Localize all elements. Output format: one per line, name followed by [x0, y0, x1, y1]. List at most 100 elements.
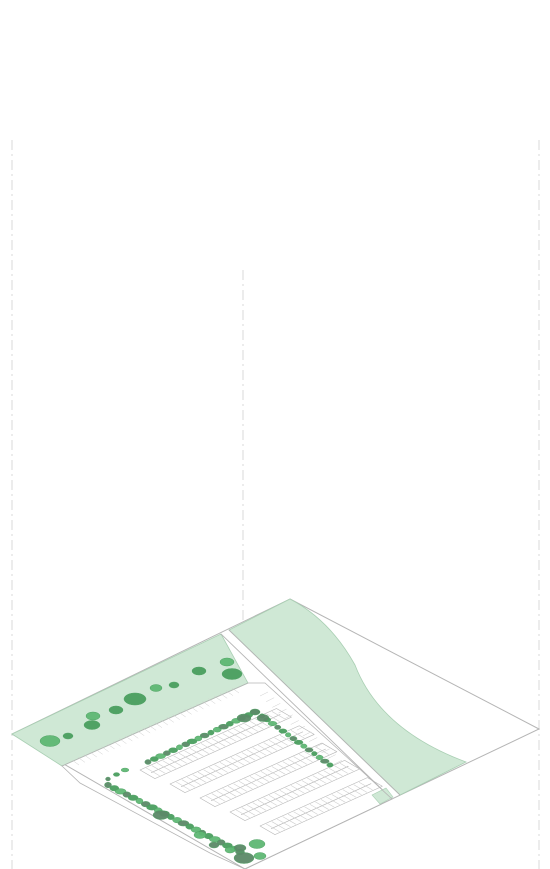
parking-stall-line	[288, 758, 302, 768]
median-tree	[304, 747, 314, 753]
parking-stall-line	[228, 730, 242, 740]
parking-stall-line	[263, 797, 278, 806]
parking-stall-line	[307, 777, 321, 786]
curb-stall	[101, 746, 109, 752]
parking-stall-line	[337, 791, 351, 800]
parking-stall-line	[331, 794, 346, 803]
parking-stall-line	[211, 793, 226, 802]
parking-stall-line	[187, 776, 201, 786]
tree-layer	[39, 657, 334, 864]
curb-stall	[107, 743, 115, 750]
curb-stall	[77, 757, 86, 763]
parking-stall-line	[287, 813, 302, 823]
median-tree	[274, 724, 282, 730]
parking-stall-line	[184, 750, 198, 759]
parking-stall-line	[353, 784, 368, 793]
curb-stall	[83, 754, 91, 760]
curb-stall	[214, 695, 222, 702]
median-tree	[320, 758, 330, 764]
median-tree	[289, 736, 298, 742]
parking-stall-line	[304, 751, 319, 760]
median-tree	[194, 735, 203, 742]
parking-divider	[210, 748, 326, 801]
parking-block	[139, 708, 292, 779]
parking-blocks	[139, 708, 383, 835]
parking-stall-line	[247, 749, 261, 758]
parking-stall-line	[189, 748, 204, 757]
south-cluster-tree	[208, 841, 220, 849]
parking-block	[229, 760, 360, 821]
parking-divider	[180, 731, 304, 787]
curb-stall	[225, 690, 234, 696]
parking-stall-line	[230, 757, 245, 766]
parking-stall-line	[342, 789, 357, 798]
parking-stall-line	[290, 730, 305, 739]
south-cluster-tree	[135, 797, 144, 804]
parking-stall-line	[176, 781, 190, 790]
parking-stall-line	[206, 795, 220, 804]
parking-stall-line	[217, 735, 231, 744]
parking-stall-line	[274, 737, 289, 746]
curb-stall	[184, 709, 192, 715]
parking-stall-line	[241, 752, 256, 761]
north-edge-tree	[108, 705, 124, 715]
parking-stall-line	[282, 816, 297, 825]
parking-stall-line	[271, 766, 286, 775]
parking-stall-line	[208, 767, 223, 776]
parking-stall-line	[225, 759, 239, 768]
median-tree	[315, 755, 324, 760]
parking-stall-line	[312, 775, 327, 784]
median-tree	[186, 738, 198, 745]
south-cluster-tree	[233, 844, 247, 852]
parking-stall-line	[257, 799, 272, 809]
parking-stall-line	[266, 823, 280, 832]
curb-stall	[333, 760, 342, 765]
curb-stall	[166, 717, 174, 723]
south-cluster-tree	[104, 782, 112, 788]
parking-stall-line	[227, 785, 242, 795]
parking-stall-line	[255, 718, 269, 727]
south-cluster-tree	[253, 852, 267, 860]
median-tree	[163, 750, 171, 756]
north-edge-tree	[123, 692, 147, 706]
parking-stall-line	[277, 763, 291, 772]
north-edge-tree	[219, 657, 235, 667]
median-tree	[293, 739, 304, 745]
curb-stall	[160, 719, 169, 726]
curb-stall	[196, 703, 204, 710]
parking-stall-line	[247, 804, 261, 814]
median-tree	[168, 747, 178, 753]
parking-stall-line	[298, 753, 313, 763]
parking-stall-line	[348, 786, 362, 796]
median-tree	[285, 732, 292, 738]
parking-stall-line	[217, 790, 231, 800]
curb-stall	[172, 714, 180, 720]
diagonal-road	[220, 629, 401, 800]
parking-stall-line	[233, 783, 248, 792]
curb-stall	[178, 711, 186, 718]
curb-stall	[321, 748, 330, 754]
curb-stall	[95, 749, 103, 755]
median-tree	[278, 728, 288, 734]
median-tree	[207, 729, 215, 736]
internal-road-loop	[61, 682, 393, 869]
south-cluster-tree	[127, 794, 139, 801]
curb-stall	[125, 735, 133, 742]
parking-stall-line	[285, 787, 299, 796]
north-edge-tree	[149, 684, 163, 692]
curb-stall	[259, 691, 269, 697]
parking-stall-line	[244, 723, 259, 732]
parking-stall-line	[151, 765, 166, 774]
parking-stall-line	[323, 770, 338, 779]
north-edge-tree	[85, 711, 101, 721]
curb-stall	[137, 730, 145, 736]
curb-stall	[119, 738, 127, 744]
median-tree	[199, 732, 210, 739]
curb-stall	[278, 708, 287, 714]
north-edge-tree	[39, 735, 61, 747]
parking-stall-line	[304, 806, 318, 815]
north-edge-tree	[191, 666, 207, 676]
parking-stall-line	[255, 773, 269, 782]
park-edge-tree	[236, 713, 252, 723]
curb-stall	[302, 731, 312, 737]
